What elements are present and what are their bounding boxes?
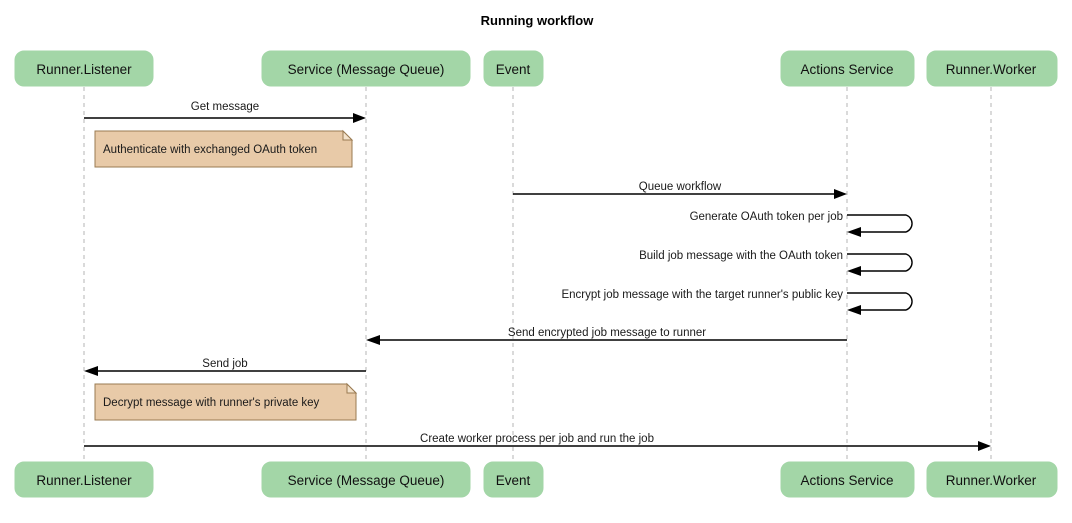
participant-service-message-queue-top[interactable]: Service (Message Queue) (261, 50, 471, 87)
participant-box[interactable] (483, 50, 544, 87)
note-fold-corner-icon (342, 129, 354, 141)
participant-box[interactable] (780, 50, 915, 87)
arrowhead-right-icon (978, 441, 991, 451)
participant-actions-service-top[interactable]: Actions Service (780, 50, 915, 87)
participant-box[interactable] (483, 461, 544, 498)
participant-label: Actions Service (800, 473, 893, 488)
arrowhead-left-icon (366, 335, 380, 345)
note-authenticate: Authenticate with exchanged OAuth token (94, 129, 354, 168)
arrowhead-right-icon (353, 113, 366, 123)
self-message-loop (847, 214, 913, 233)
note-label: Decrypt message with runner's private ke… (103, 397, 320, 409)
note-shape (94, 383, 357, 421)
participant-event-bottom[interactable]: Event (483, 461, 544, 498)
message-generate-oauth-token[interactable]: Generate OAuth token per job (690, 211, 913, 237)
lifelines-group (83, 87, 992, 462)
note-label: Authenticate with exchanged OAuth token (103, 144, 317, 156)
participant-actions-service-bottom[interactable]: Actions Service (780, 461, 915, 498)
participant-runner-worker-bottom[interactable]: Runner.Worker (926, 461, 1058, 498)
participant-box[interactable] (261, 461, 471, 498)
participant-runner-listener-top[interactable]: Runner.Listener (14, 50, 154, 87)
participant-service-message-queue-bottom[interactable]: Service (Message Queue) (261, 461, 471, 498)
participant-label: Event (496, 62, 531, 77)
arrowhead-left-icon (847, 305, 861, 315)
participant-runner-listener-bottom[interactable]: Runner.Listener (14, 461, 154, 498)
self-message-loop (847, 253, 913, 272)
message-label: Queue workflow (639, 181, 722, 193)
message-queue-workflow[interactable]: Queue workflow (513, 181, 847, 199)
participant-label: Runner.Listener (36, 62, 132, 77)
note-fold-corner-icon (346, 382, 358, 394)
page-title: Running workflow (481, 13, 595, 28)
message-create-worker-process[interactable]: Create worker process per job and run th… (84, 433, 991, 451)
participant-box[interactable] (14, 461, 154, 498)
self-message-loop (847, 292, 913, 311)
note-shape (94, 130, 353, 168)
message-label: Build job message with the OAuth token (639, 250, 843, 262)
message-label: Send encrypted job message to runner (508, 327, 706, 339)
participant-runner-worker-top[interactable]: Runner.Worker (926, 50, 1058, 87)
message-send-job[interactable]: Send job (84, 358, 366, 376)
message-send-encrypted-job-message[interactable]: Send encrypted job message to runner (366, 327, 847, 345)
arrowhead-left-icon (84, 366, 98, 376)
arrowhead-right-icon (834, 189, 847, 199)
message-label: Generate OAuth token per job (690, 211, 843, 223)
participant-label: Runner.Worker (946, 473, 1037, 488)
participant-label: Runner.Listener (36, 473, 132, 488)
participants-bottom: Runner.Listener Service (Message Queue) … (14, 461, 1058, 498)
arrowhead-left-icon (847, 227, 861, 237)
participant-label: Actions Service (800, 62, 893, 77)
participant-label: Service (Message Queue) (288, 62, 445, 77)
message-build-job-message[interactable]: Build job message with the OAuth token (639, 250, 913, 276)
arrowhead-left-icon (847, 266, 861, 276)
participant-label: Runner.Worker (946, 62, 1037, 77)
message-label: Create worker process per job and run th… (420, 433, 654, 445)
message-encrypt-job-message[interactable]: Encrypt job message with the target runn… (561, 289, 913, 315)
participants-top: Runner.Listener Service (Message Queue) … (14, 50, 1058, 87)
participant-box[interactable] (926, 461, 1058, 498)
message-label: Send job (202, 358, 247, 370)
note-decrypt: Decrypt message with runner's private ke… (94, 382, 358, 421)
participant-box[interactable] (261, 50, 471, 87)
participant-label: Event (496, 473, 531, 488)
participant-box[interactable] (14, 50, 154, 87)
message-get-message[interactable]: Get message (84, 101, 366, 123)
participant-label: Service (Message Queue) (288, 473, 445, 488)
participant-event-top[interactable]: Event (483, 50, 544, 87)
participant-box[interactable] (926, 50, 1058, 87)
participant-box[interactable] (780, 461, 915, 498)
message-label: Get message (191, 101, 259, 113)
message-label: Encrypt job message with the target runn… (561, 289, 843, 301)
